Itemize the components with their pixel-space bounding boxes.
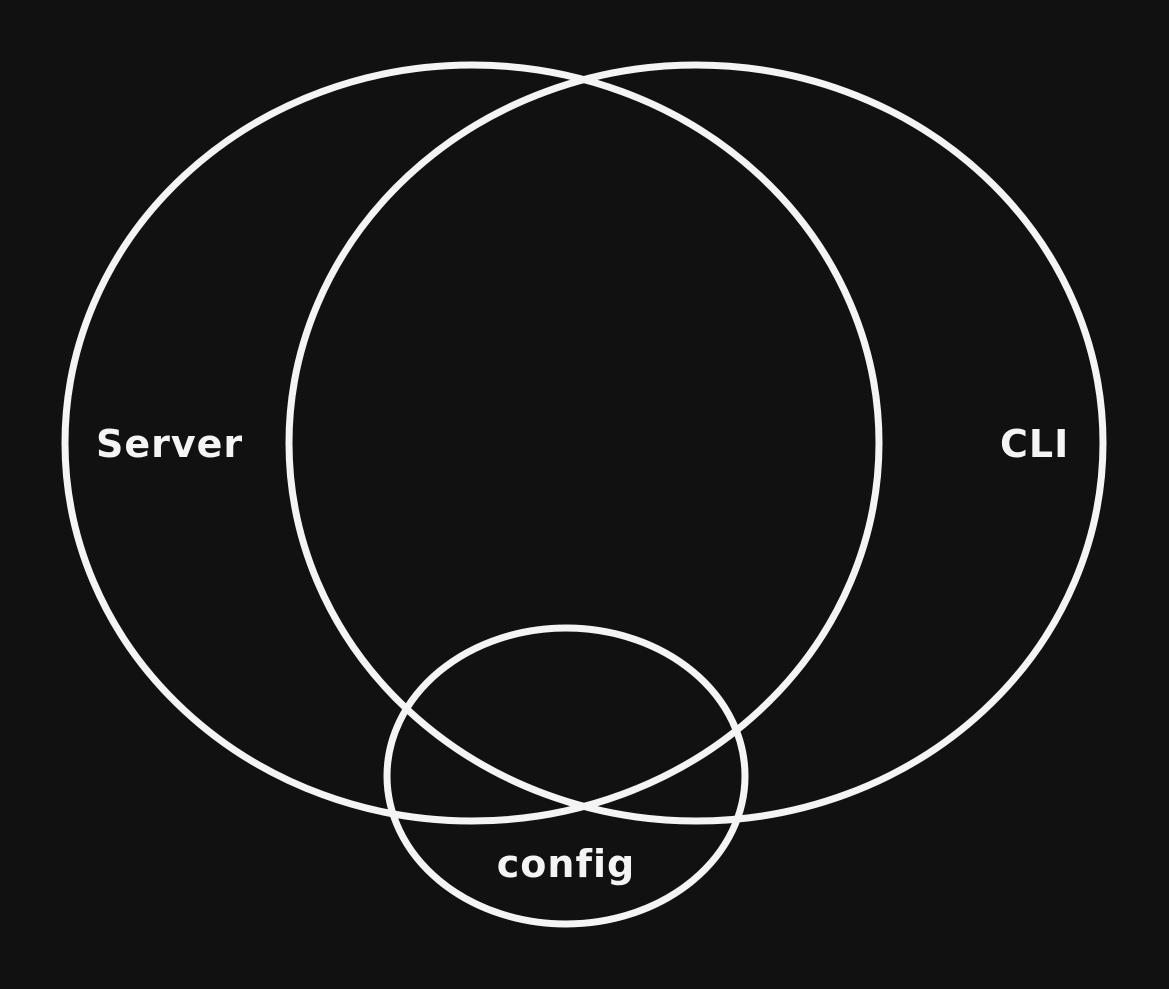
set-outline-server xyxy=(61,61,883,825)
set-outline-cli xyxy=(285,61,1107,825)
set-label-server: Server xyxy=(96,422,243,466)
set-outline-config xyxy=(383,624,749,928)
set-label-config: config xyxy=(497,842,635,886)
set-label-cli: CLI xyxy=(1000,422,1069,466)
